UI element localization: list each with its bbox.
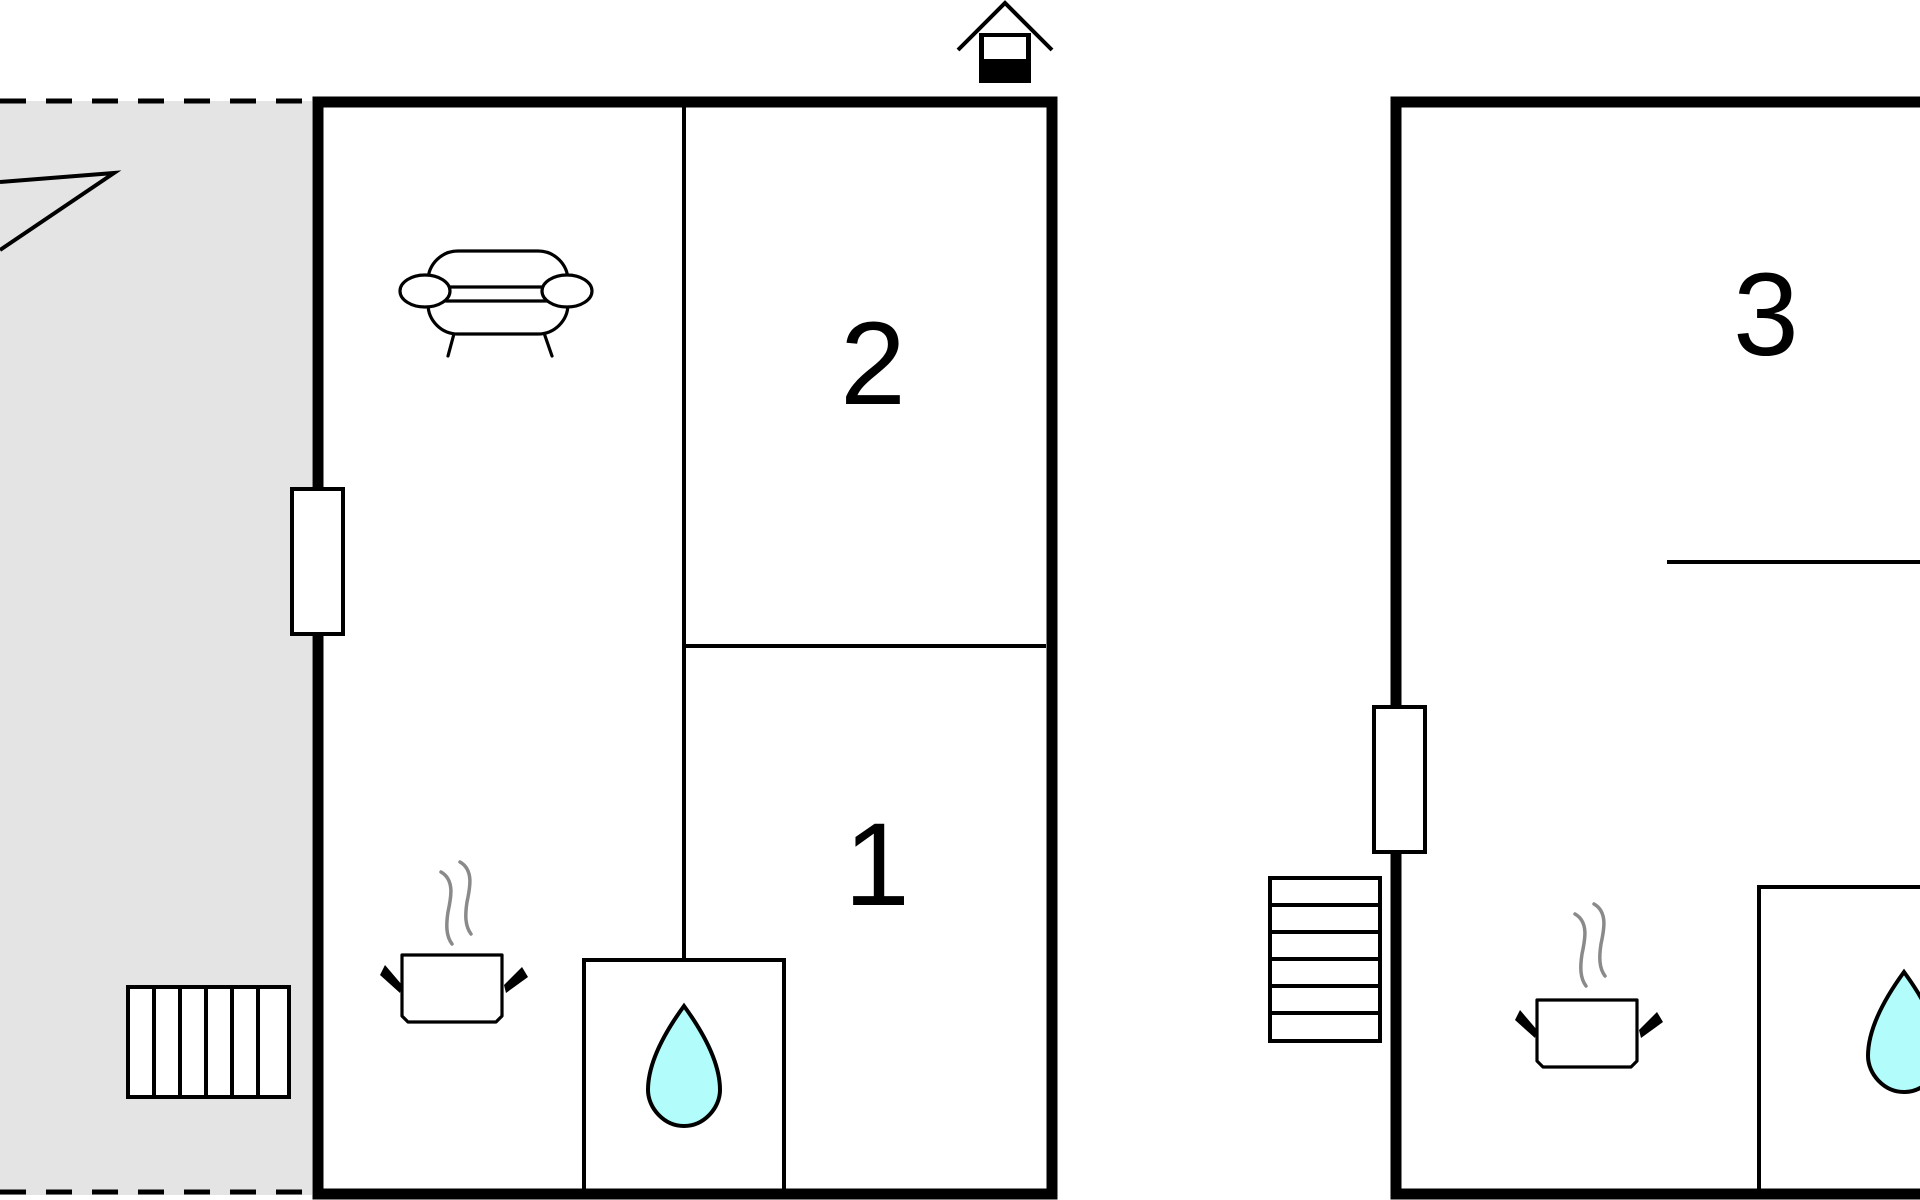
north-arrow-icon: [0, 170, 122, 252]
water-drop-icon: [645, 1002, 723, 1129]
cooking-pot-icon: [1515, 902, 1663, 1069]
entrance-icon: [956, 0, 1054, 83]
room-number-1: 1: [844, 799, 910, 931]
stairs-icon: [1268, 876, 1382, 1043]
room-number-3: 3: [1733, 249, 1799, 381]
interior-walls: [582, 104, 1046, 1197]
right-building-walls: [1390, 96, 1920, 1200]
cooking-pot-icon: [380, 860, 528, 1024]
right-interior-walls: [1667, 560, 1920, 1195]
room-number-2: 2: [840, 298, 906, 430]
door-icon: [290, 487, 345, 636]
water-drop-icon: [1865, 968, 1920, 1095]
door-icon: [1372, 705, 1427, 854]
stairs-icon: [126, 985, 291, 1099]
sofa-icon: [398, 249, 594, 358]
